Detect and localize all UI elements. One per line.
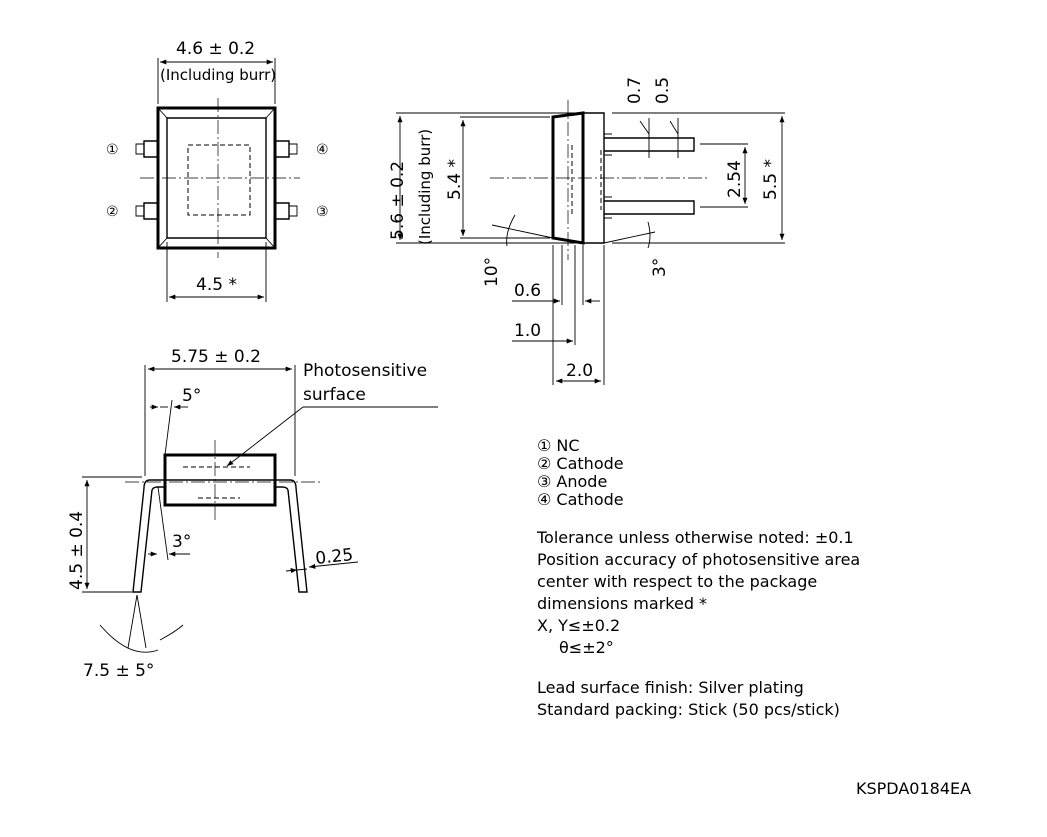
note-tolerance: Tolerance unless otherwise noted: ±0.1 [537, 528, 854, 547]
dim-10: 1.0 [514, 321, 541, 341]
top-view-sensor-area [187, 144, 251, 216]
dim-top-burr-note: (Including burr) [160, 66, 276, 84]
legend-item: ② Cathode [537, 454, 624, 473]
front-view: 5.75 ± 0.2 Photosensitive surface 5° 3° … [67, 347, 438, 681]
dim-height-total: 5.6 ± 0.2 [388, 161, 408, 240]
pin-4-label: ④ [316, 142, 329, 158]
dim-lead-angle: 7.5 ± 5° [83, 661, 154, 681]
legend-item: ④ Cathode [537, 490, 624, 509]
note-position-3: dimensions marked * [537, 594, 708, 613]
drawing-code: KSPDA0184EA [856, 779, 972, 798]
dim-height-burr-note: (Including burr) [416, 129, 434, 245]
pin-1-label: ① [106, 142, 119, 158]
dim-side-55: 5.5 * [761, 159, 781, 200]
dim-height-star: 5.4 * [445, 159, 465, 200]
note-position-2: center with respect to the package [537, 572, 818, 591]
dim-angle-3: 3° [172, 532, 191, 552]
note-position-1: Position accuracy of photosensitive area [537, 550, 861, 569]
dim-front-width: 5.75 ± 0.2 [171, 347, 261, 367]
note-packing: Standard packing: Stick (50 pcs/stick) [537, 700, 840, 719]
dim-06: 0.6 [514, 281, 541, 301]
dim-20: 2.0 [566, 361, 593, 381]
dim-lead-07: 0.7 [625, 77, 645, 104]
dim-lead-thickness: 0.25 [314, 545, 354, 569]
front-view-lead-right [275, 479, 308, 593]
dim-pitch: 2.54 [725, 160, 745, 198]
pin-2-label: ② [106, 204, 119, 220]
note-theta: θ≤±2° [559, 638, 614, 657]
side-view-lead-lower [604, 200, 695, 215]
legend-item: ③ Anode [537, 472, 608, 491]
photosensitive-label-line1: Photosensitive [303, 361, 427, 381]
dim-angle-3-side: 3° [650, 258, 670, 277]
dim-angle-10: 10° [482, 257, 502, 287]
lead-pin-2 [143, 202, 158, 220]
dim-bottom-width: 4.5 * [196, 275, 237, 295]
note-xy: X, Y≤±0.2 [537, 616, 621, 635]
notes-panel: ① NC ② Cathode ③ Anode ④ Cathode Toleran… [537, 437, 860, 721]
lead-pin-3 [275, 202, 290, 220]
lead-pin-1 [143, 140, 158, 158]
photosensitive-label-line2: surface [303, 385, 366, 405]
legend-item: ① NC [537, 436, 580, 455]
note-lead-finish: Lead surface finish: Silver plating [537, 678, 804, 697]
dim-lead-05: 0.5 [653, 77, 673, 104]
dim-front-height: 4.5 ± 0.4 [67, 511, 87, 590]
front-view-body [163, 453, 277, 507]
lead-pin-4 [275, 140, 290, 158]
side-view: 5.6 ± 0.2 (Including burr) 5.4 * 0.7 0.5… [388, 77, 785, 385]
pin-legend: ① NC ② Cathode ③ Anode ④ Cathode [537, 437, 860, 509]
front-view-lead-left [132, 479, 165, 593]
dim-top-width: 4.6 ± 0.2 [176, 39, 255, 59]
top-view: ① ② ④ ③ 4.6 ± 0.2 (Including burr) 4.5 * [106, 39, 329, 302]
dim-angle-5: 5° [182, 386, 201, 406]
pin-3-label: ③ [316, 204, 329, 220]
